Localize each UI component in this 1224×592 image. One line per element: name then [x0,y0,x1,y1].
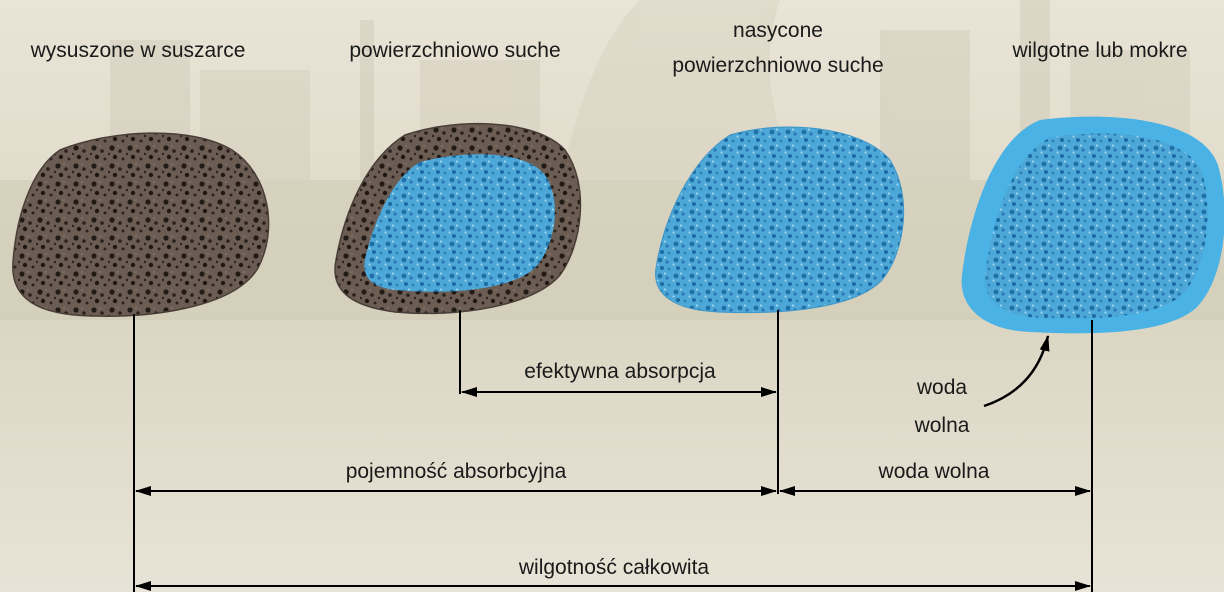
dry-stone [13,133,269,316]
total-moisture-label: wilgotność całkowita [518,556,710,579]
stage-label-wet: wilgotne lub mokre [1011,39,1187,62]
absorption-capacity-label: pojemność absorbcyjna [346,460,567,483]
free-water-label: woda wolna [878,460,990,483]
callout-label-line2: wolna [914,414,970,437]
effective-absorption-label: efektywna absorpcja [524,360,716,383]
stage-label-air-dry: powierzchniowo suche [349,39,560,62]
callout-label-line1: woda [916,376,968,399]
stage-label-dry: wysuszone w suszarce [30,39,246,62]
stage-label-ssd-line2: powierzchniowo suche [672,54,883,77]
stage-label-ssd-line1: nasycone [733,19,823,42]
